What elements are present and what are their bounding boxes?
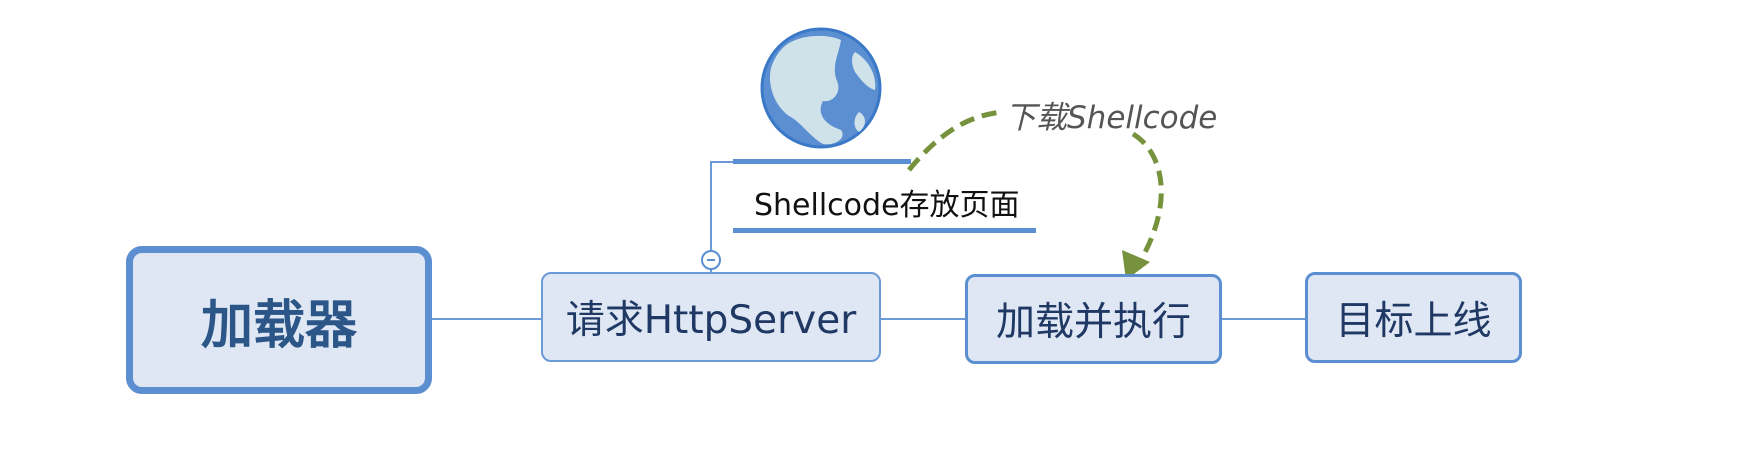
subtopic-bottom-bar [733, 228, 1036, 233]
globe-icon [760, 27, 882, 149]
download-shellcode-label: 下载Shellcode [1005, 100, 1218, 136]
root-node-loader[interactable]: 加载器 [126, 246, 432, 394]
subtopic-shellcode-page[interactable]: Shellcode存放页面 [754, 188, 1020, 223]
node-request-httpserver[interactable]: 请求HttpServer [541, 272, 881, 362]
download-arrow [907, 109, 1003, 172]
download-arrow-return [1131, 131, 1164, 260]
node-target-online[interactable]: 目标上线 [1305, 272, 1522, 363]
node-load-execute-label: 加载并执行 [995, 300, 1191, 345]
node-load-execute[interactable]: 加载并执行 [965, 274, 1222, 364]
subtopic-top-bar [733, 159, 911, 164]
root-node-label: 加载器 [200, 295, 357, 356]
download-arrowhead [1122, 250, 1150, 280]
node-target-online-label: 目标上线 [1335, 298, 1492, 344]
node-request-label: 请求HttpServer [565, 298, 857, 343]
collapse-toggle-button[interactable] [701, 250, 721, 270]
connector-branch-subtopic [710, 161, 733, 250]
